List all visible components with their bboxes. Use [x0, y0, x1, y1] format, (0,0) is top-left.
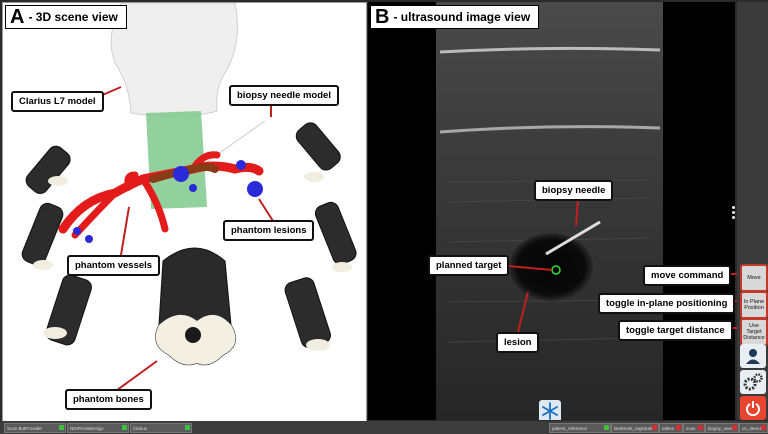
- label-biopsy-needle: biopsy needle: [534, 180, 614, 201]
- ultrasound-image: [436, 2, 663, 420]
- vessel-model-branch: [71, 151, 221, 239]
- ultrasound-view-title: B - ultrasound image view: [370, 5, 540, 29]
- lesion-region: [509, 233, 593, 301]
- status-item: Clarius: [130, 423, 192, 433]
- label-lesion: lesion: [496, 332, 540, 353]
- gears-icon: [743, 373, 763, 391]
- in-plane-position-button[interactable]: In Plane Position: [740, 291, 768, 319]
- panel-title-text: - 3D scene view: [28, 10, 118, 24]
- power-icon: [746, 401, 760, 416]
- echo-line: [439, 46, 661, 54]
- status-item: Scan BotProvider: [4, 423, 66, 433]
- status-error-indicator: [732, 425, 737, 430]
- status-item: landmark_registration: [611, 423, 659, 433]
- panel-letter: B: [375, 6, 390, 28]
- ultrasound-view-panel[interactable]: B - ultrasound image view: [368, 2, 735, 420]
- panel-letter: A: [10, 6, 25, 28]
- lesion-sphere: [85, 235, 93, 243]
- lesion-sphere: [189, 184, 197, 192]
- overflow-menu-button[interactable]: [732, 205, 736, 221]
- label-toggle-target-distance: toggle target distance: [618, 320, 733, 341]
- label-phantom-lesions: phantom lesions: [223, 220, 315, 241]
- status-item: biopsy_needle: [705, 423, 739, 433]
- status-ok-indicator: [59, 425, 64, 430]
- label-planned-target: planned target: [428, 255, 510, 276]
- panel-title-text: - ultrasound image view: [393, 10, 531, 24]
- bone-model: [21, 122, 357, 349]
- power-button[interactable]: [740, 396, 766, 420]
- status-error-indicator: [676, 425, 681, 430]
- label-phantom-bones: phantom bones: [65, 389, 152, 410]
- status-item: patient_reference: [549, 423, 611, 433]
- right-toolbar: Move In Plane Position Use Target Distan…: [737, 2, 768, 420]
- lesion-sphere: [247, 181, 263, 197]
- user-icon: [746, 349, 760, 364]
- status-bar: Scan BotProvider NDIProviderAlgo Clarius…: [0, 421, 768, 434]
- status-item: NDIProviderAlgo: [67, 423, 129, 433]
- user-button[interactable]: [740, 344, 766, 368]
- ultrasound-canvas[interactable]: [368, 2, 735, 420]
- scene-view-title: A - 3D scene view: [5, 5, 127, 29]
- vessel-overlap: [149, 163, 219, 183]
- label-needle-model: biopsy needle model: [229, 85, 339, 106]
- echo-line: [439, 125, 661, 134]
- status-item: tables: [659, 423, 683, 433]
- lesion-sphere: [236, 160, 246, 170]
- status-error-indicator: [652, 425, 657, 430]
- label-probe-model: Clarius L7 model: [11, 91, 104, 112]
- freeze-button[interactable]: [539, 400, 561, 420]
- status-item: us_device: [739, 423, 768, 433]
- status-error-indicator: [761, 425, 766, 430]
- snowflake-icon: [542, 402, 558, 420]
- target-distance-button[interactable]: Use Target Distance: [740, 318, 768, 346]
- move-button[interactable]: Move: [740, 264, 768, 292]
- status-error-indicator: [698, 425, 703, 430]
- probe-model: [110, 3, 238, 118]
- label-toggle-in-plane: toggle in-plane positioning: [598, 293, 736, 314]
- status-ok-indicator: [122, 425, 127, 430]
- bone-caps: [33, 172, 352, 351]
- status-ok-indicator: [604, 425, 609, 430]
- label-move-command: move command: [643, 265, 732, 286]
- needle-echo: [545, 220, 601, 256]
- status-item: scan: [683, 423, 705, 433]
- scene-canvas[interactable]: [3, 3, 366, 421]
- scene-view-panel[interactable]: A - 3D scene view: [2, 2, 367, 422]
- label-phantom-vessels: phantom vessels: [67, 255, 161, 276]
- vertebra-hole: [185, 327, 201, 343]
- lesion-sphere: [73, 227, 81, 235]
- lesion-sphere: [173, 166, 189, 182]
- status-ok-indicator: [185, 425, 190, 430]
- settings-button[interactable]: [740, 370, 766, 394]
